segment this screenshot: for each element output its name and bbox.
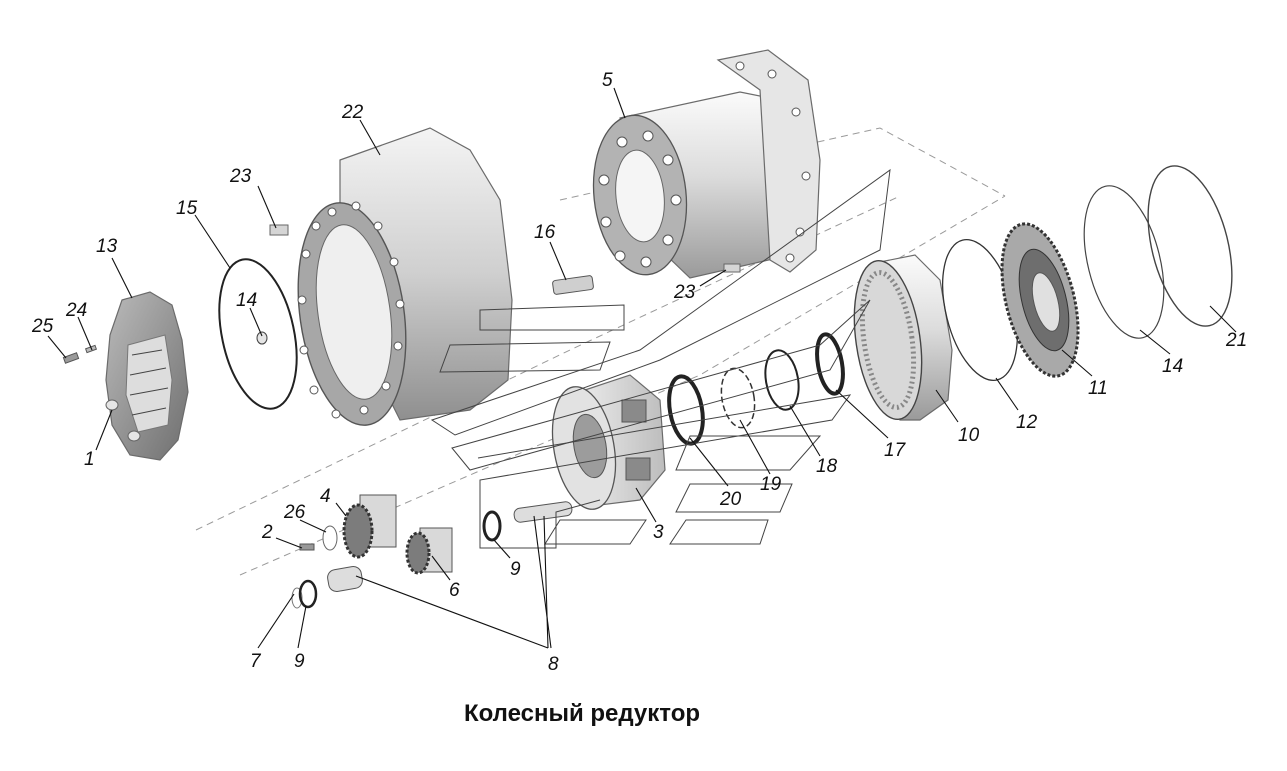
part-13-cover (105, 291, 189, 461)
callout-10: 10 (958, 425, 980, 446)
callout-5: 5 (602, 70, 613, 91)
callout-11: 11 (1088, 378, 1108, 399)
part-10-ring-gear (853, 254, 953, 421)
part-26-washer (322, 525, 338, 551)
part-19-lockring (720, 367, 756, 429)
callout-17: 17 (884, 440, 907, 461)
part-7-ring (291, 587, 303, 609)
callout-1: 1 (84, 449, 95, 470)
callout-2: 2 (261, 522, 273, 543)
callout-7: 7 (250, 651, 262, 672)
part-2-pin (299, 543, 315, 551)
callout-9-middle: 9 (510, 559, 521, 580)
part-18-ring (764, 349, 800, 411)
callout-16: 16 (534, 222, 556, 243)
part-11-flange (1000, 222, 1080, 378)
callout-24: 24 (65, 300, 87, 321)
callout-15: 15 (176, 198, 198, 219)
callout-22: 22 (341, 102, 364, 123)
part-22-hub (297, 127, 513, 426)
callout-labels: 1 2 3 4 5 6 7 8 9 9 10 11 12 13 14 14 15… (31, 70, 1247, 675)
callout-8: 8 (548, 654, 559, 675)
part-21-gasket (1147, 165, 1233, 327)
part-4-gear (342, 494, 397, 559)
callout-23-right: 23 (673, 282, 696, 303)
callout-21: 21 (1225, 330, 1247, 351)
part-16-bolt (552, 275, 594, 295)
callout-19: 19 (760, 474, 782, 495)
part-3-carrier (551, 374, 666, 510)
callout-12: 12 (1016, 412, 1038, 433)
callout-6: 6 (449, 580, 460, 601)
diagram-caption: Колесный редуктор (463, 700, 701, 727)
callout-26: 26 (283, 502, 306, 523)
callout-9-lower: 9 (294, 651, 305, 672)
assembly-outline (430, 168, 891, 549)
callout-4: 4 (320, 486, 331, 507)
leader-lines (47, 87, 1237, 649)
part-23-bolt-right (723, 263, 741, 273)
part-14-gasket-right (1083, 185, 1165, 339)
part-15-gasket (218, 258, 298, 410)
part-5-housing (592, 49, 821, 279)
callout-18: 18 (816, 456, 838, 477)
part-9-ring-lower (298, 579, 318, 609)
part-17-ring (815, 332, 845, 396)
callout-23-left: 23 (229, 166, 252, 187)
callout-14-inner: 14 (236, 290, 257, 311)
callout-3: 3 (653, 522, 664, 543)
part-6-gear (405, 527, 453, 575)
part-9-ring-middle (482, 510, 502, 542)
callout-13: 13 (96, 236, 118, 257)
callout-25: 25 (31, 316, 54, 337)
part-23-bolt-left (269, 224, 289, 236)
callout-20: 20 (719, 489, 742, 510)
callout-14-outer: 14 (1162, 356, 1183, 377)
